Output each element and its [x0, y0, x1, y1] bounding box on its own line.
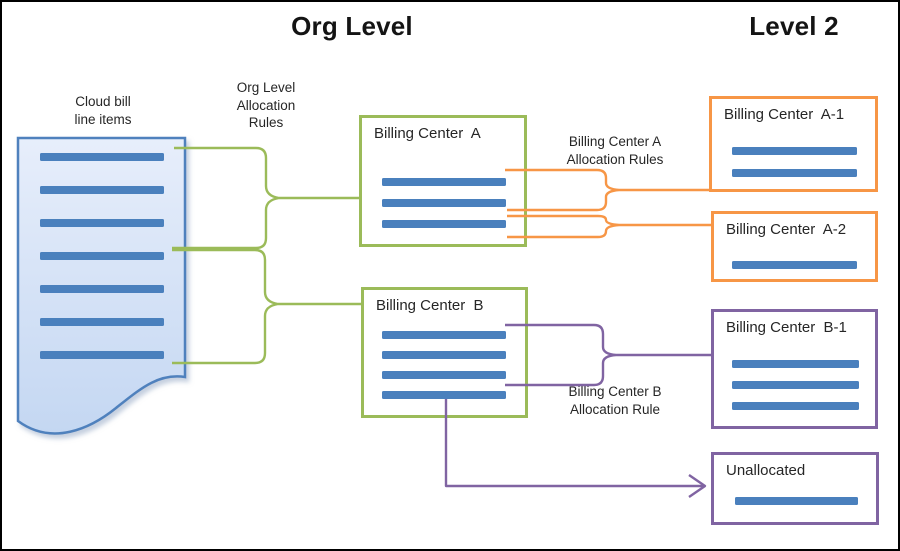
org-level-allocation-rules-label: Org Level Allocation Rules [236, 80, 296, 131]
line-item-bar [40, 219, 164, 227]
org-bracket-to-billing-center-b [172, 248, 361, 365]
billing-center-a2-line-items [732, 261, 857, 269]
level-2-heading: Level 2 [749, 11, 839, 41]
billing-center-b-line-items [382, 331, 506, 399]
line-item-bar [382, 351, 506, 359]
cloud-bill-line-items-label: Cloud bill line items [74, 94, 132, 127]
billing-center-a-line-items [382, 178, 506, 228]
line-item-bar [40, 351, 164, 359]
line-item-bar [735, 497, 858, 505]
billing-center-a-allocation-rules-label: Billing Center A Allocation Rules [566, 134, 664, 167]
line-item-bar [382, 220, 506, 228]
line-item-bar [382, 199, 506, 207]
billing-center-b1-title: Billing Center B-1 [726, 319, 847, 336]
bracket-a-to-a1 [505, 168, 709, 212]
line-item-bar [382, 178, 506, 186]
billing-center-a1-title: Billing Center A-1 [724, 106, 845, 123]
arrowhead-icon [688, 474, 707, 498]
billing-center-b-allocation-rule-label: Billing Center B Allocation Rule [568, 384, 662, 417]
unallocated-line-items [735, 497, 858, 505]
line-item-bar [40, 186, 164, 194]
line-item-bar [40, 285, 164, 293]
bracket-b-to-b1 [505, 323, 711, 387]
bracket-a-to-a2 [507, 214, 711, 239]
line-item-bar [732, 381, 859, 389]
line-item-bar [732, 261, 857, 269]
billing-center-b1-line-items [732, 360, 859, 410]
line-item-bar [382, 331, 506, 339]
line-item-bar [40, 252, 164, 260]
billing-center-b-title: Billing Center B [376, 297, 484, 314]
line-item-bar [40, 318, 164, 326]
billing-center-a-box: Billing Center A [359, 115, 527, 247]
org-bracket-to-billing-center-a [172, 146, 359, 250]
billing-center-a2-title: Billing Center A-2 [726, 221, 847, 238]
line-item-bar [40, 153, 164, 161]
billing-center-a2-box: Billing Center A-2 [711, 211, 878, 282]
billing-center-b1-box: Billing Center B-1 [711, 309, 878, 429]
billing-center-a1-box: Billing Center A-1 [709, 96, 878, 192]
cloud-bill-line-items [40, 153, 164, 359]
org-level-heading: Org Level [291, 11, 413, 41]
line-item-bar [382, 371, 506, 379]
line-item-bar [732, 360, 859, 368]
line-item-bar [732, 147, 857, 155]
line-item-bar [732, 169, 857, 177]
unallocated-box: Unallocated [711, 452, 879, 525]
line-item-bar [382, 391, 506, 399]
billing-center-a1-line-items [732, 147, 857, 177]
unallocated-title: Unallocated [726, 462, 806, 479]
billing-center-a-title: Billing Center A [374, 125, 481, 142]
billing-center-b-box: Billing Center B [361, 287, 528, 418]
line-item-bar [732, 402, 859, 410]
